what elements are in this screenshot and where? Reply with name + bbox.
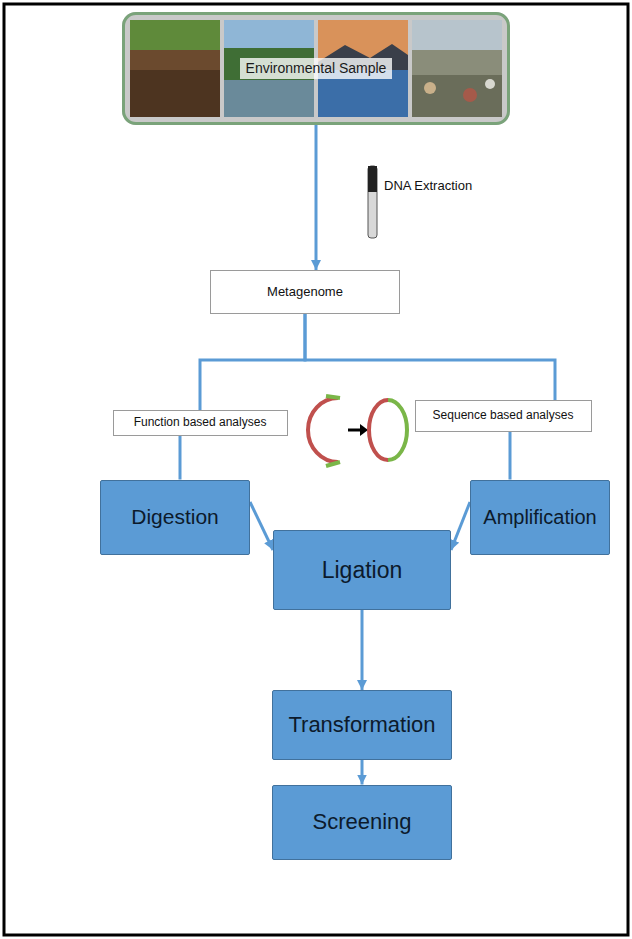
node-text: Sequence based analyses — [433, 409, 574, 423]
node-text: Digestion — [131, 505, 219, 529]
node-text: Function based analyses — [134, 416, 267, 430]
connector — [361, 610, 364, 690]
connector — [305, 314, 555, 400]
process-box: Function based analyses — [113, 410, 288, 436]
forest-sky — [224, 20, 314, 48]
landfill-debris — [485, 79, 495, 89]
step-box: Transformation — [272, 690, 452, 760]
landfill-sky — [412, 20, 502, 50]
node-text: Ligation — [322, 557, 403, 583]
landfill-debris — [463, 88, 477, 102]
landfill-ground — [412, 75, 502, 117]
page-frame — [4, 4, 628, 935]
connector — [315, 125, 318, 270]
plasmid-illustration — [308, 396, 407, 466]
tube-body — [368, 166, 377, 238]
node-text: Environmental Sample — [240, 58, 393, 78]
forest-stream — [224, 80, 314, 117]
landfill-debris — [424, 82, 436, 94]
soil-photo — [130, 20, 220, 117]
node-text: Metagenome — [267, 285, 343, 300]
landfill-photo — [412, 20, 502, 117]
process-box: Sequence based analyses — [415, 400, 592, 432]
insert-piece — [326, 462, 340, 466]
process-arrow — [348, 429, 362, 432]
sample-panel-ground — [122, 12, 510, 125]
connector — [361, 760, 364, 785]
soil-deep — [130, 70, 220, 117]
insert-piece — [326, 396, 340, 398]
step-box: Screening — [272, 785, 452, 860]
open-plasmid-arc — [308, 398, 338, 462]
connector — [451, 502, 470, 550]
node-text: Transformation — [288, 712, 435, 737]
connector — [250, 502, 273, 550]
process-box: Metagenome — [210, 270, 400, 314]
sample-panel: Environmental Sample — [122, 12, 510, 125]
node-text: Screening — [312, 809, 411, 834]
step-box: Ligation — [273, 530, 451, 610]
connector — [509, 432, 512, 480]
edge-label: DNA Extraction — [382, 178, 474, 193]
step-box: Amplification — [470, 480, 610, 555]
sample-photos — [130, 20, 502, 117]
process-arrow-head — [360, 424, 368, 436]
node-text: Amplification — [483, 506, 596, 529]
connector — [179, 436, 182, 480]
tube-cap — [368, 166, 377, 192]
step-box: Digestion — [100, 480, 250, 555]
test-tube-icon — [368, 166, 377, 238]
connector — [200, 314, 305, 410]
closed-plasmid-arc — [369, 400, 388, 460]
closed-plasmid-insert — [388, 400, 407, 460]
soil-grass — [130, 20, 220, 50]
